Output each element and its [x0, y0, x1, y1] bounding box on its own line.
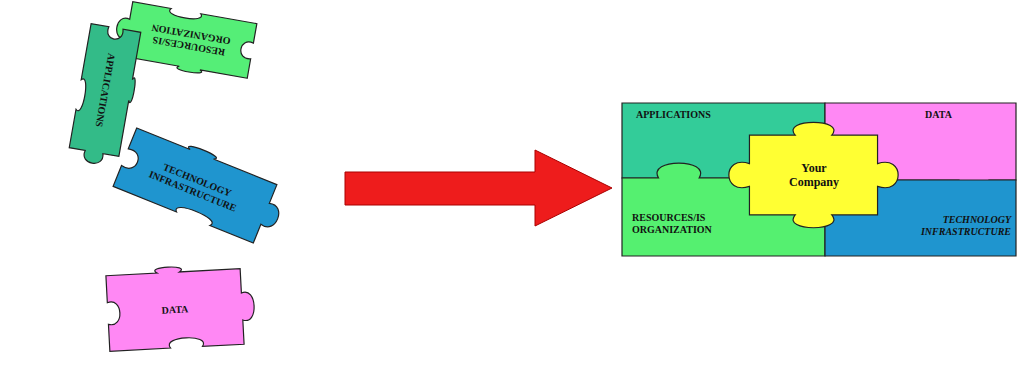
puzzle-piece: DATA: [93, 261, 257, 359]
piece-label: DATA: [925, 109, 1005, 121]
puzzle-piece: TECHNOLOGY INFRASTRUCTURE: [98, 117, 293, 254]
puzzle-piece: Your Company: [722, 118, 905, 232]
piece-label: TECHNOLOGY INFRASTRUCTURE: [897, 214, 1011, 238]
piece-shape: [106, 263, 256, 352]
piece-shape: [113, 123, 291, 247]
piece-label: APPLICATIONS: [636, 109, 786, 121]
transition-arrow: [345, 150, 612, 226]
piece-shape: [729, 122, 898, 227]
piece-label: Your Company: [777, 161, 851, 189]
piece-label: RESOURCES/IS ORGANIZATION: [632, 212, 736, 236]
